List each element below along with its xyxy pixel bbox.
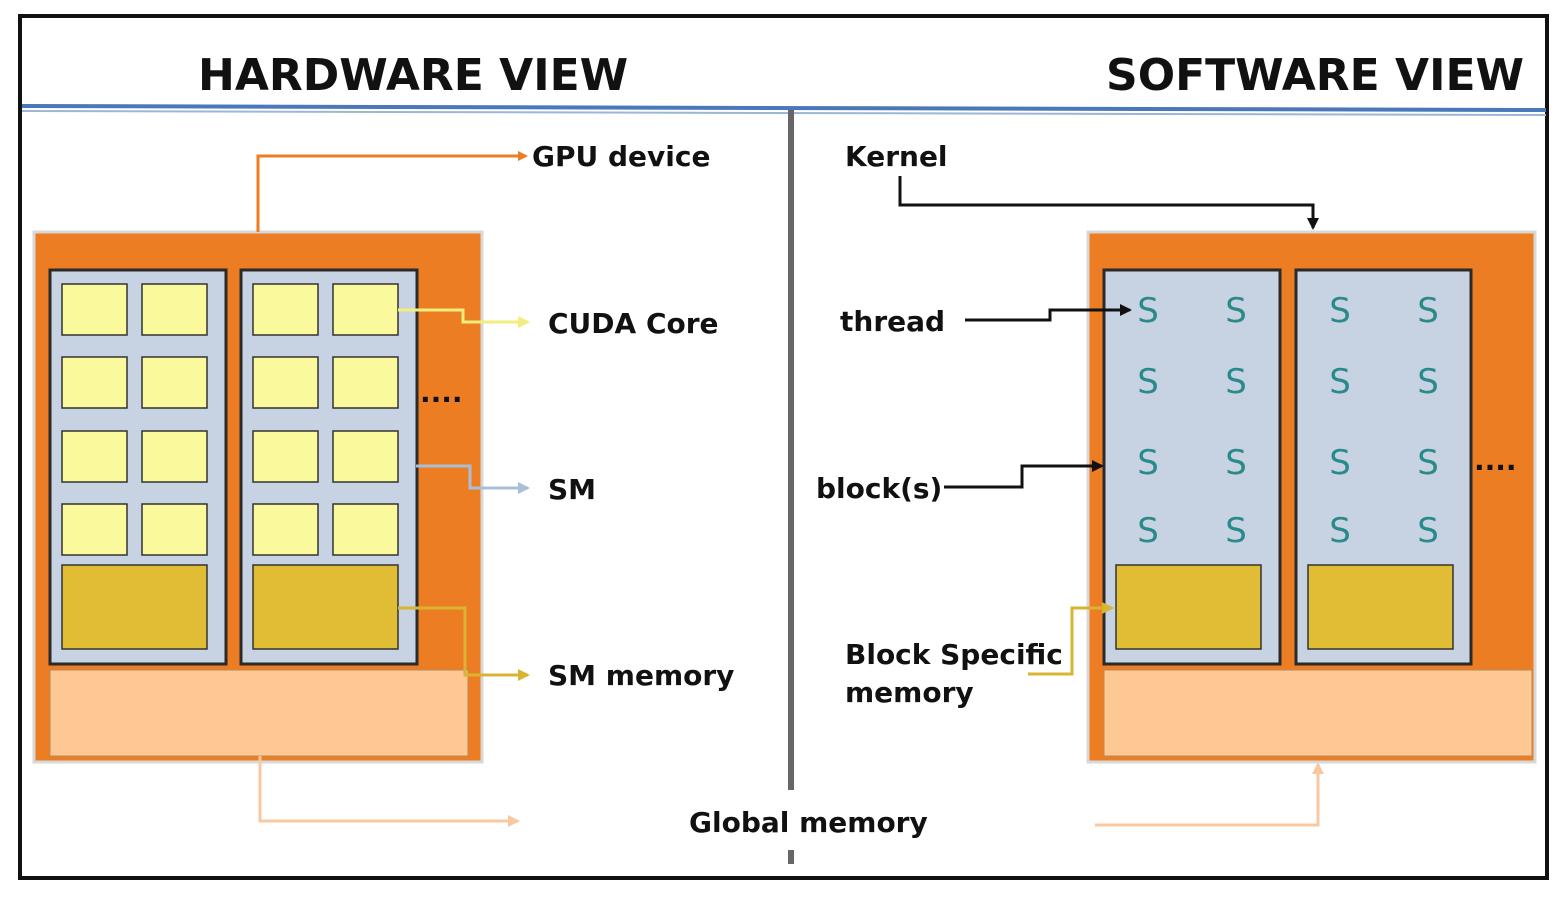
blocks-arrow — [944, 460, 1104, 489]
cuda-core — [332, 503, 399, 556]
block-specific-memory-arrow — [1028, 602, 1114, 676]
cuda-core — [141, 356, 208, 409]
thread-glyph: S — [1225, 362, 1247, 402]
thread-glyph: S — [1137, 362, 1159, 402]
thread-glyph: S — [1137, 443, 1159, 483]
thread-glyph: S — [1137, 511, 1159, 551]
kernel-arrow — [898, 176, 1319, 230]
thread-glyph: S — [1225, 443, 1247, 483]
thread-glyph: S — [1417, 362, 1439, 402]
header-divider — [21, 104, 1547, 112]
sm-arrow — [416, 464, 530, 494]
thread-glyph: S — [1329, 443, 1351, 483]
gpu-device-label: GPU device — [532, 140, 710, 173]
cuda-core — [252, 283, 319, 336]
sm-label: SM — [548, 473, 596, 506]
cuda-core — [332, 356, 399, 409]
header-divider-shadow — [21, 110, 1547, 116]
thread-glyph: S — [1417, 443, 1439, 483]
sw-more-blocks-ellipsis: .... — [1474, 444, 1517, 477]
hardware-view-title: HARDWARE VIEW — [198, 50, 628, 101]
thread-glyph: S — [1329, 362, 1351, 402]
thread-glyph: S — [1329, 291, 1351, 331]
cuda-core — [252, 503, 319, 556]
software-view-title: SOFTWARE VIEW — [1106, 50, 1524, 101]
sw-global-memory-arrow — [1095, 762, 1324, 827]
thread-glyph: S — [1225, 511, 1247, 551]
block-specific-memory-label-line1: Block Specific — [845, 638, 1063, 671]
thread-glyph: S — [1137, 291, 1159, 331]
cuda-core — [332, 430, 399, 483]
sm-memory-box — [61, 564, 208, 650]
sm-memory-arrow — [398, 606, 530, 681]
gpu-device-arrow — [256, 151, 528, 232]
thread-glyph: S — [1329, 511, 1351, 551]
cuda-core — [252, 356, 319, 409]
thread-label: thread — [840, 305, 945, 338]
sm-memory-box — [252, 564, 399, 650]
block-specific-memory-label-line2: memory — [845, 676, 974, 709]
thread-glyph: S — [1225, 291, 1247, 331]
thread-glyph: S — [1417, 291, 1439, 331]
cuda-core-label: CUDA Core — [548, 307, 719, 340]
cuda-core — [141, 430, 208, 483]
hw-global-memory-box — [49, 669, 469, 757]
cuda-core — [61, 283, 128, 336]
sw-global-memory-box — [1103, 669, 1533, 757]
cuda-core-arrow — [398, 308, 530, 328]
cuda-core — [332, 283, 399, 336]
block-memory-box — [1115, 564, 1262, 650]
cuda-core — [61, 356, 128, 409]
cuda-core — [252, 430, 319, 483]
sm-memory-label: SM memory — [548, 659, 734, 692]
global-memory-label: Global memory — [689, 806, 928, 839]
blocks-label: block(s) — [816, 472, 942, 505]
block-memory-box — [1307, 564, 1454, 650]
cuda-core — [61, 430, 128, 483]
cuda-core — [141, 503, 208, 556]
hw-global-memory-arrow — [258, 756, 520, 827]
thread-glyph: S — [1417, 511, 1439, 551]
hw-more-sms-ellipsis: .... — [420, 376, 463, 409]
kernel-label: Kernel — [845, 140, 948, 173]
cuda-core — [141, 283, 208, 336]
streaming-multiprocessors — [48, 268, 419, 666]
thread-arrow — [965, 304, 1132, 322]
cuda-core — [61, 503, 128, 556]
